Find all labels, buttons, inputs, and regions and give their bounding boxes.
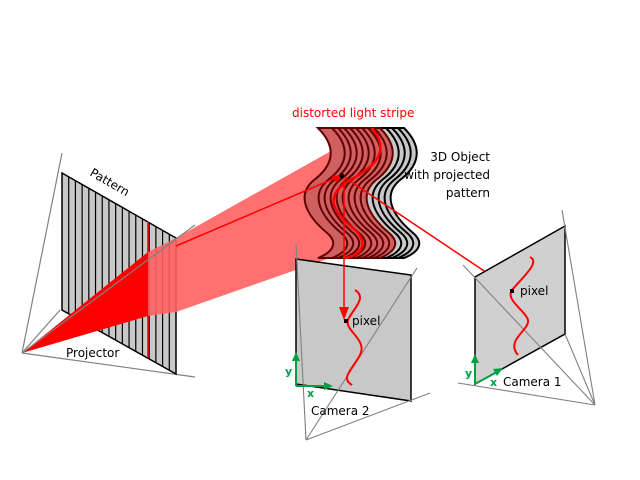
object-label-3: pattern: [446, 186, 490, 200]
projector-label: Projector: [66, 346, 119, 360]
camera-2-pixel-label: pixel: [352, 314, 380, 328]
camera-2-image-plane: [295, 258, 412, 402]
projector-axis: [21, 224, 196, 354]
light-beam: [148, 128, 372, 316]
object-label-1: 3D Object: [430, 150, 490, 164]
camera-1-stripe-curve: [509, 256, 535, 356]
camera-2-label: Camera 2: [311, 404, 370, 418]
projector-light-cone: [22, 252, 148, 353]
object-label-2: with projected: [404, 168, 490, 182]
3d-object: [303, 127, 421, 260]
camera-1-pixel-label: pixel: [520, 284, 548, 298]
object-wave-ridge: [303, 127, 349, 259]
camera-2-axis-y: y: [285, 365, 292, 378]
projector-frustum: [21, 152, 196, 378]
projection-ray: [175, 175, 341, 247]
camera-2-stripe-curve: [346, 289, 363, 386]
camera-1-image-plane: [474, 224, 566, 386]
object-point: [339, 173, 345, 179]
camera-2-axis-x: x: [307, 387, 314, 400]
camera-1-axis-x: x: [490, 376, 497, 389]
camera-2: pixel y x Camera 2: [285, 180, 431, 441]
ray-to-camera-1: [343, 176, 506, 286]
camera-1-axis-y: y: [465, 367, 472, 380]
distorted-light-stripe: [332, 127, 382, 260]
stripe-label: distorted light stripe: [292, 106, 414, 120]
camera-1: pixel y x Camera 1: [457, 209, 596, 406]
camera-1-label: Camera 1: [503, 375, 562, 389]
